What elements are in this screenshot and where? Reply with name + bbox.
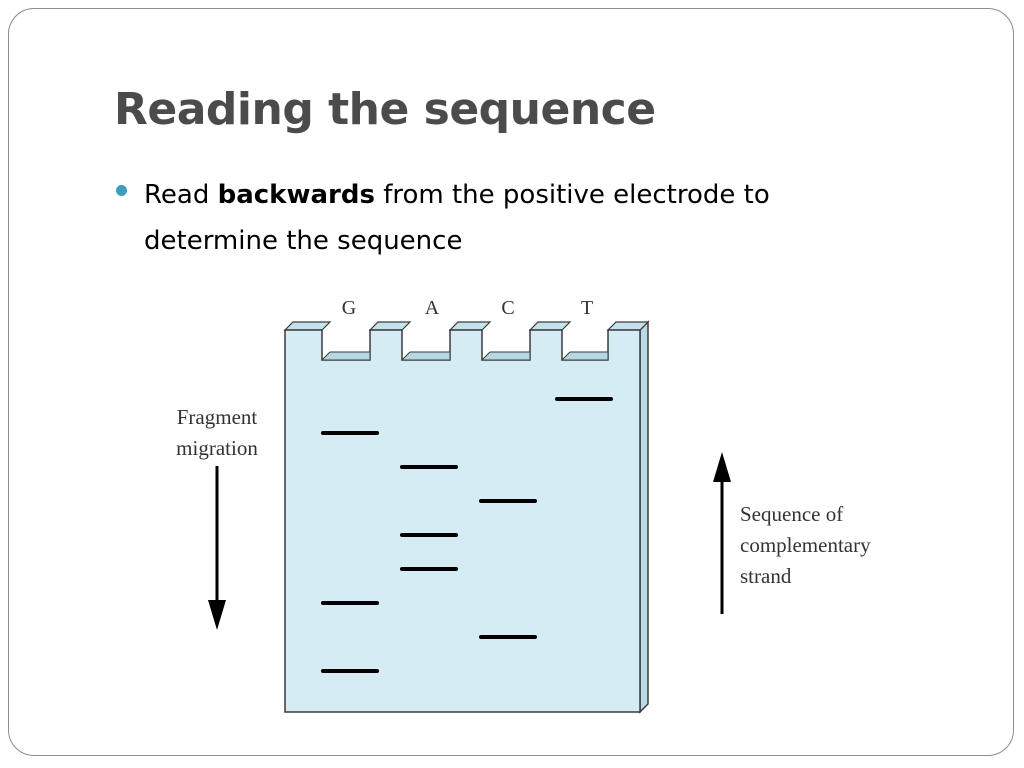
gel-top-face	[368, 321, 412, 331]
right-caption-line-3: strand	[740, 564, 792, 588]
gel-front-face	[284, 329, 641, 713]
gel-top-face	[528, 321, 572, 331]
slide-frame	[8, 8, 1014, 756]
bullet-text-bold: backwards	[217, 180, 375, 210]
gel-top-face	[283, 321, 332, 331]
migration-arrow-down-icon	[208, 600, 226, 630]
bullet-item: Read backwards from the positive electro…	[116, 172, 876, 264]
well-floor	[560, 351, 609, 361]
bullet-text-start: Read	[144, 180, 210, 210]
gel-top-face	[448, 321, 492, 331]
bullet-dot-icon	[116, 185, 127, 196]
lane-label-a: A	[425, 297, 440, 319]
well-floor	[480, 351, 531, 361]
lane-label-t: T	[581, 297, 593, 319]
left-caption-line-2: migration	[176, 436, 258, 460]
well-floor	[400, 351, 451, 361]
right-caption-line-1: Sequence of	[740, 502, 843, 526]
gel-bands	[321, 397, 613, 673]
well-floor	[320, 351, 371, 361]
lane-label-g: G	[342, 297, 356, 319]
sequence-arrow-up-icon	[713, 452, 731, 482]
gel-side-face	[639, 320, 649, 714]
bullet-text-end: from the positive electrode to determine…	[144, 180, 770, 256]
lane-label-c: C	[501, 297, 514, 319]
slide-title: Reading the sequence	[114, 84, 656, 135]
left-caption-line-1: Fragment	[177, 405, 258, 429]
right-caption-line-2: complementary	[740, 533, 871, 557]
bullet-list: Read backwards from the positive electro…	[116, 172, 876, 264]
gel-top-face	[606, 321, 650, 331]
